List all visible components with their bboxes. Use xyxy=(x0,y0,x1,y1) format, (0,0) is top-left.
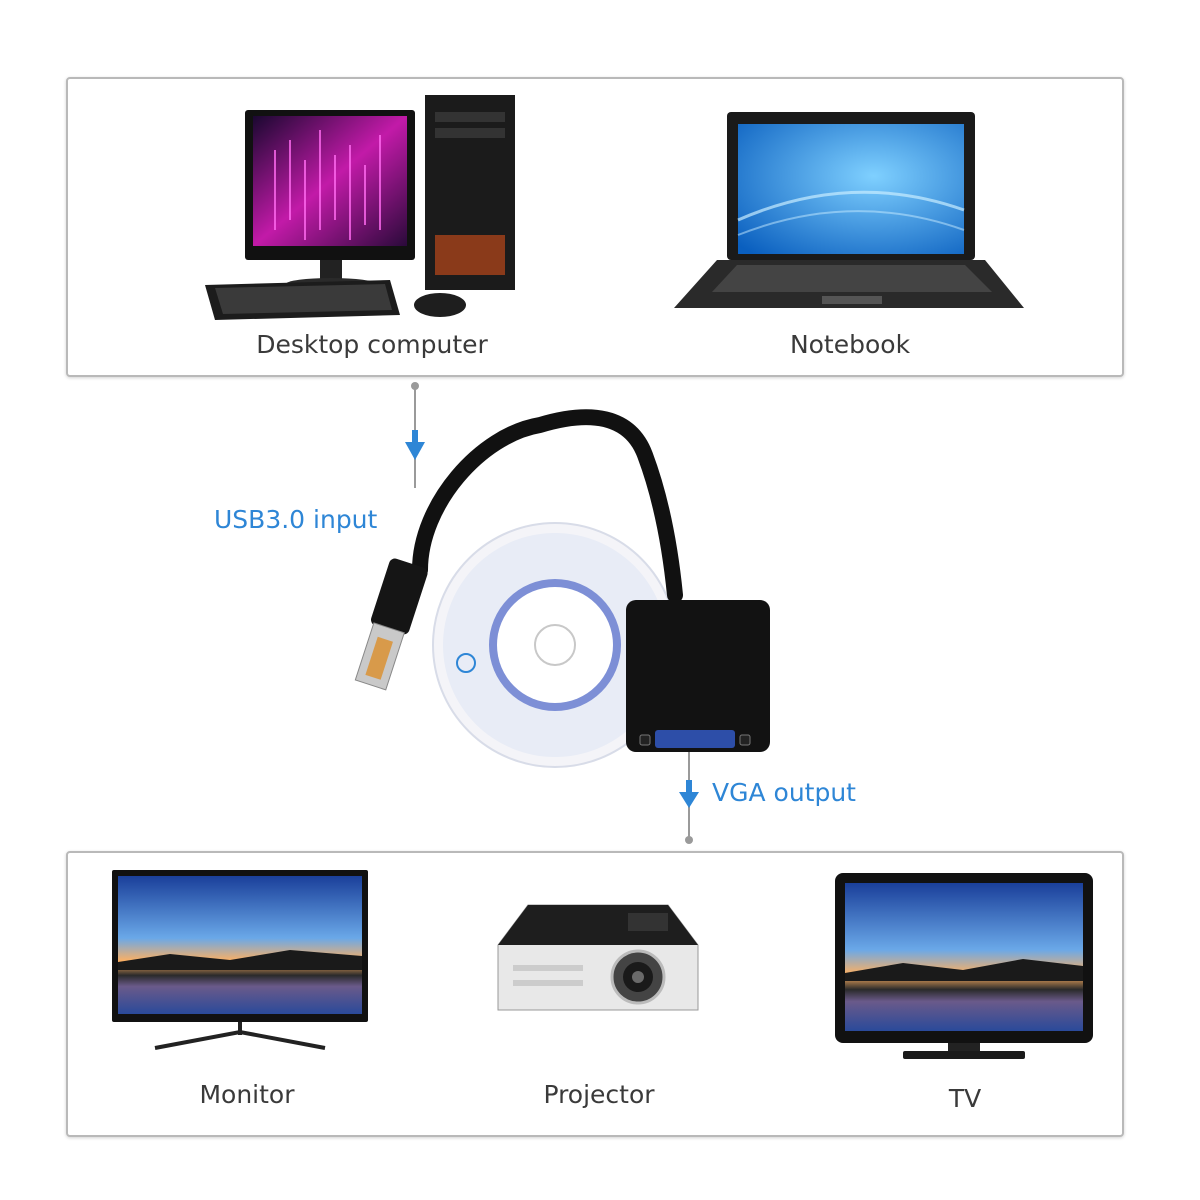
usb-vga-adapter-image xyxy=(354,409,770,768)
input-arrow xyxy=(405,382,425,488)
desktop-computer-image xyxy=(205,95,515,320)
output-arrow xyxy=(679,752,699,844)
source-label-notebook: Notebook xyxy=(789,330,911,359)
display-label-tv: TV xyxy=(948,1084,982,1113)
vga-output-label: VGA output xyxy=(712,778,856,807)
notebook-image xyxy=(674,112,1024,308)
source-label-desktop: Desktop computer xyxy=(256,330,488,359)
display-label-monitor: Monitor xyxy=(199,1080,295,1109)
display-label-projector: Projector xyxy=(543,1080,655,1109)
tv-image xyxy=(835,873,1093,1059)
projector-image xyxy=(497,904,699,1011)
usb-input-label: USB3.0 input xyxy=(214,505,378,534)
monitor-image xyxy=(112,870,368,1050)
